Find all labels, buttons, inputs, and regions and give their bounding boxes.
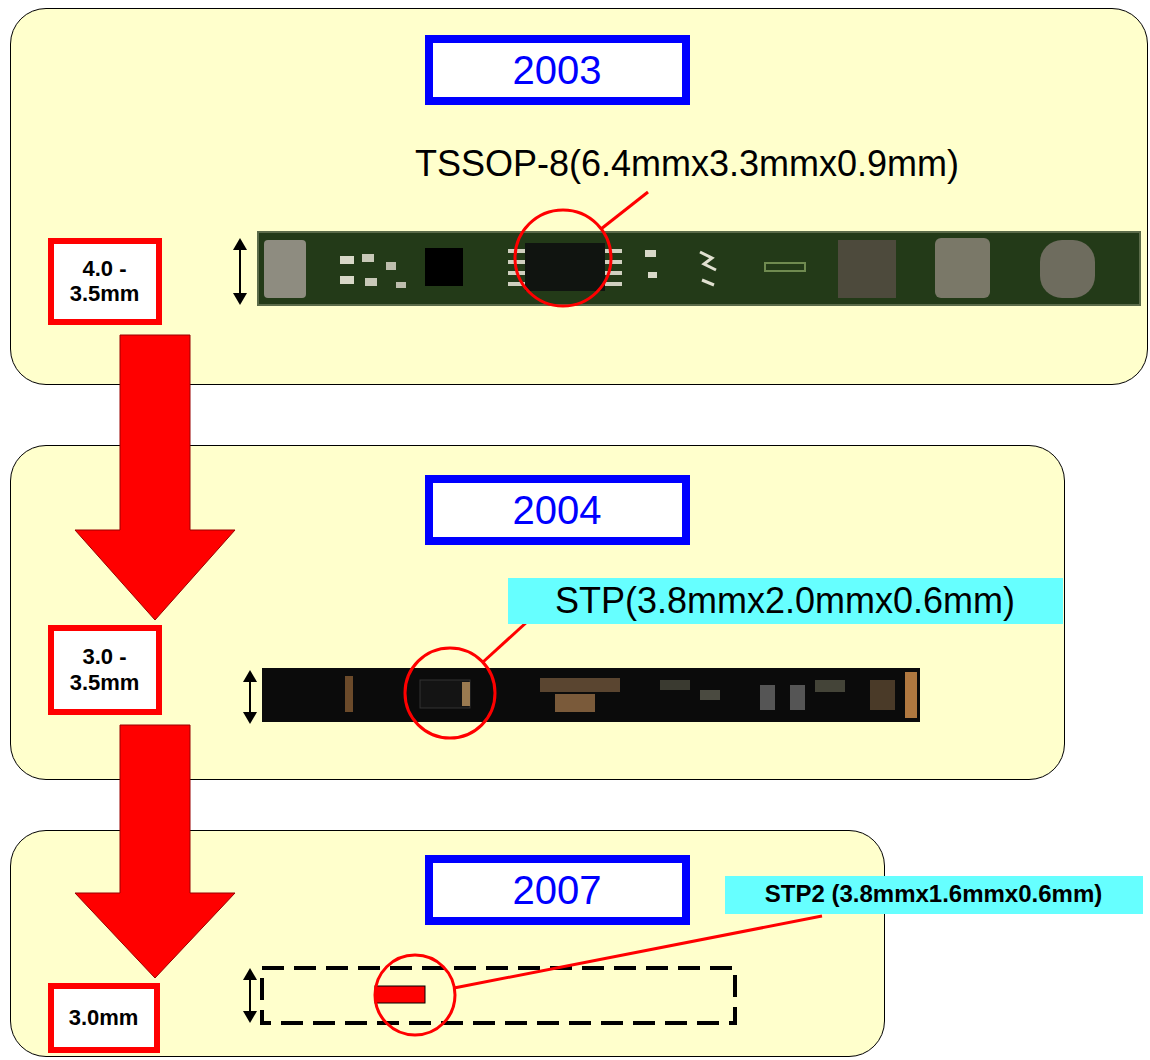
package-label-box: STP(3.8mmx2.0mmx0.6mm): [508, 578, 1063, 624]
year-label: 2003: [513, 48, 602, 92]
year-box: 2007: [425, 855, 690, 925]
leader-line: [454, 916, 822, 988]
pcb-board: [258, 232, 1140, 305]
flow-arrow: [75, 725, 235, 978]
package-label: TSSOP-8(6.4mmx3.3mmx0.9mm): [415, 143, 959, 184]
package-label-box: STP2 (3.8mmx1.6mmx0.6mm): [725, 876, 1143, 914]
height-box: 3.0 - 3.5mm: [48, 625, 162, 715]
package-label: STP(3.8mmx2.0mmx0.6mm): [555, 581, 1015, 621]
height-box: 4.0 - 3.5mm: [48, 238, 162, 325]
height-label: 3.0mm: [69, 1005, 139, 1030]
year-panel: TSSOP-8(6.4mmx3.3mmx0.9mm) 2003 4.0 - 3.5m…: [10, 8, 1148, 385]
package-label: STP2 (3.8mmx1.6mmx0.6mm): [765, 881, 1103, 907]
year-box: 2003: [425, 35, 690, 105]
year-panel: 2004STP(3.8mmx2.0mmx0.6mm) 3.0 - 3.5mm: [10, 445, 1065, 780]
height-label: 4.0 - 3.5mm: [58, 256, 152, 307]
year-label: 2004: [513, 488, 602, 532]
leader-line: [483, 621, 528, 662]
highlight-circle: [515, 210, 611, 306]
flow-arrow: [75, 335, 235, 620]
chip-symbol: [375, 986, 425, 1003]
year-label: 2007: [513, 868, 602, 912]
height-arrow: [243, 670, 257, 724]
year-box: 2004: [425, 475, 690, 545]
height-arrow: [243, 968, 257, 1023]
height-label: 3.0 - 3.5mm: [58, 644, 152, 695]
height-arrow: [233, 238, 247, 305]
leader-line: [601, 192, 648, 229]
pcb-board: [262, 668, 920, 722]
highlight-circle: [375, 955, 455, 1035]
pcb-outline: [262, 968, 735, 1023]
year-panel: 2007STP2 (3.8mmx1.6mmx0.6mm)3.0mm: [10, 830, 885, 1057]
highlight-circle: [405, 648, 495, 738]
height-box: 3.0mm: [48, 983, 160, 1053]
